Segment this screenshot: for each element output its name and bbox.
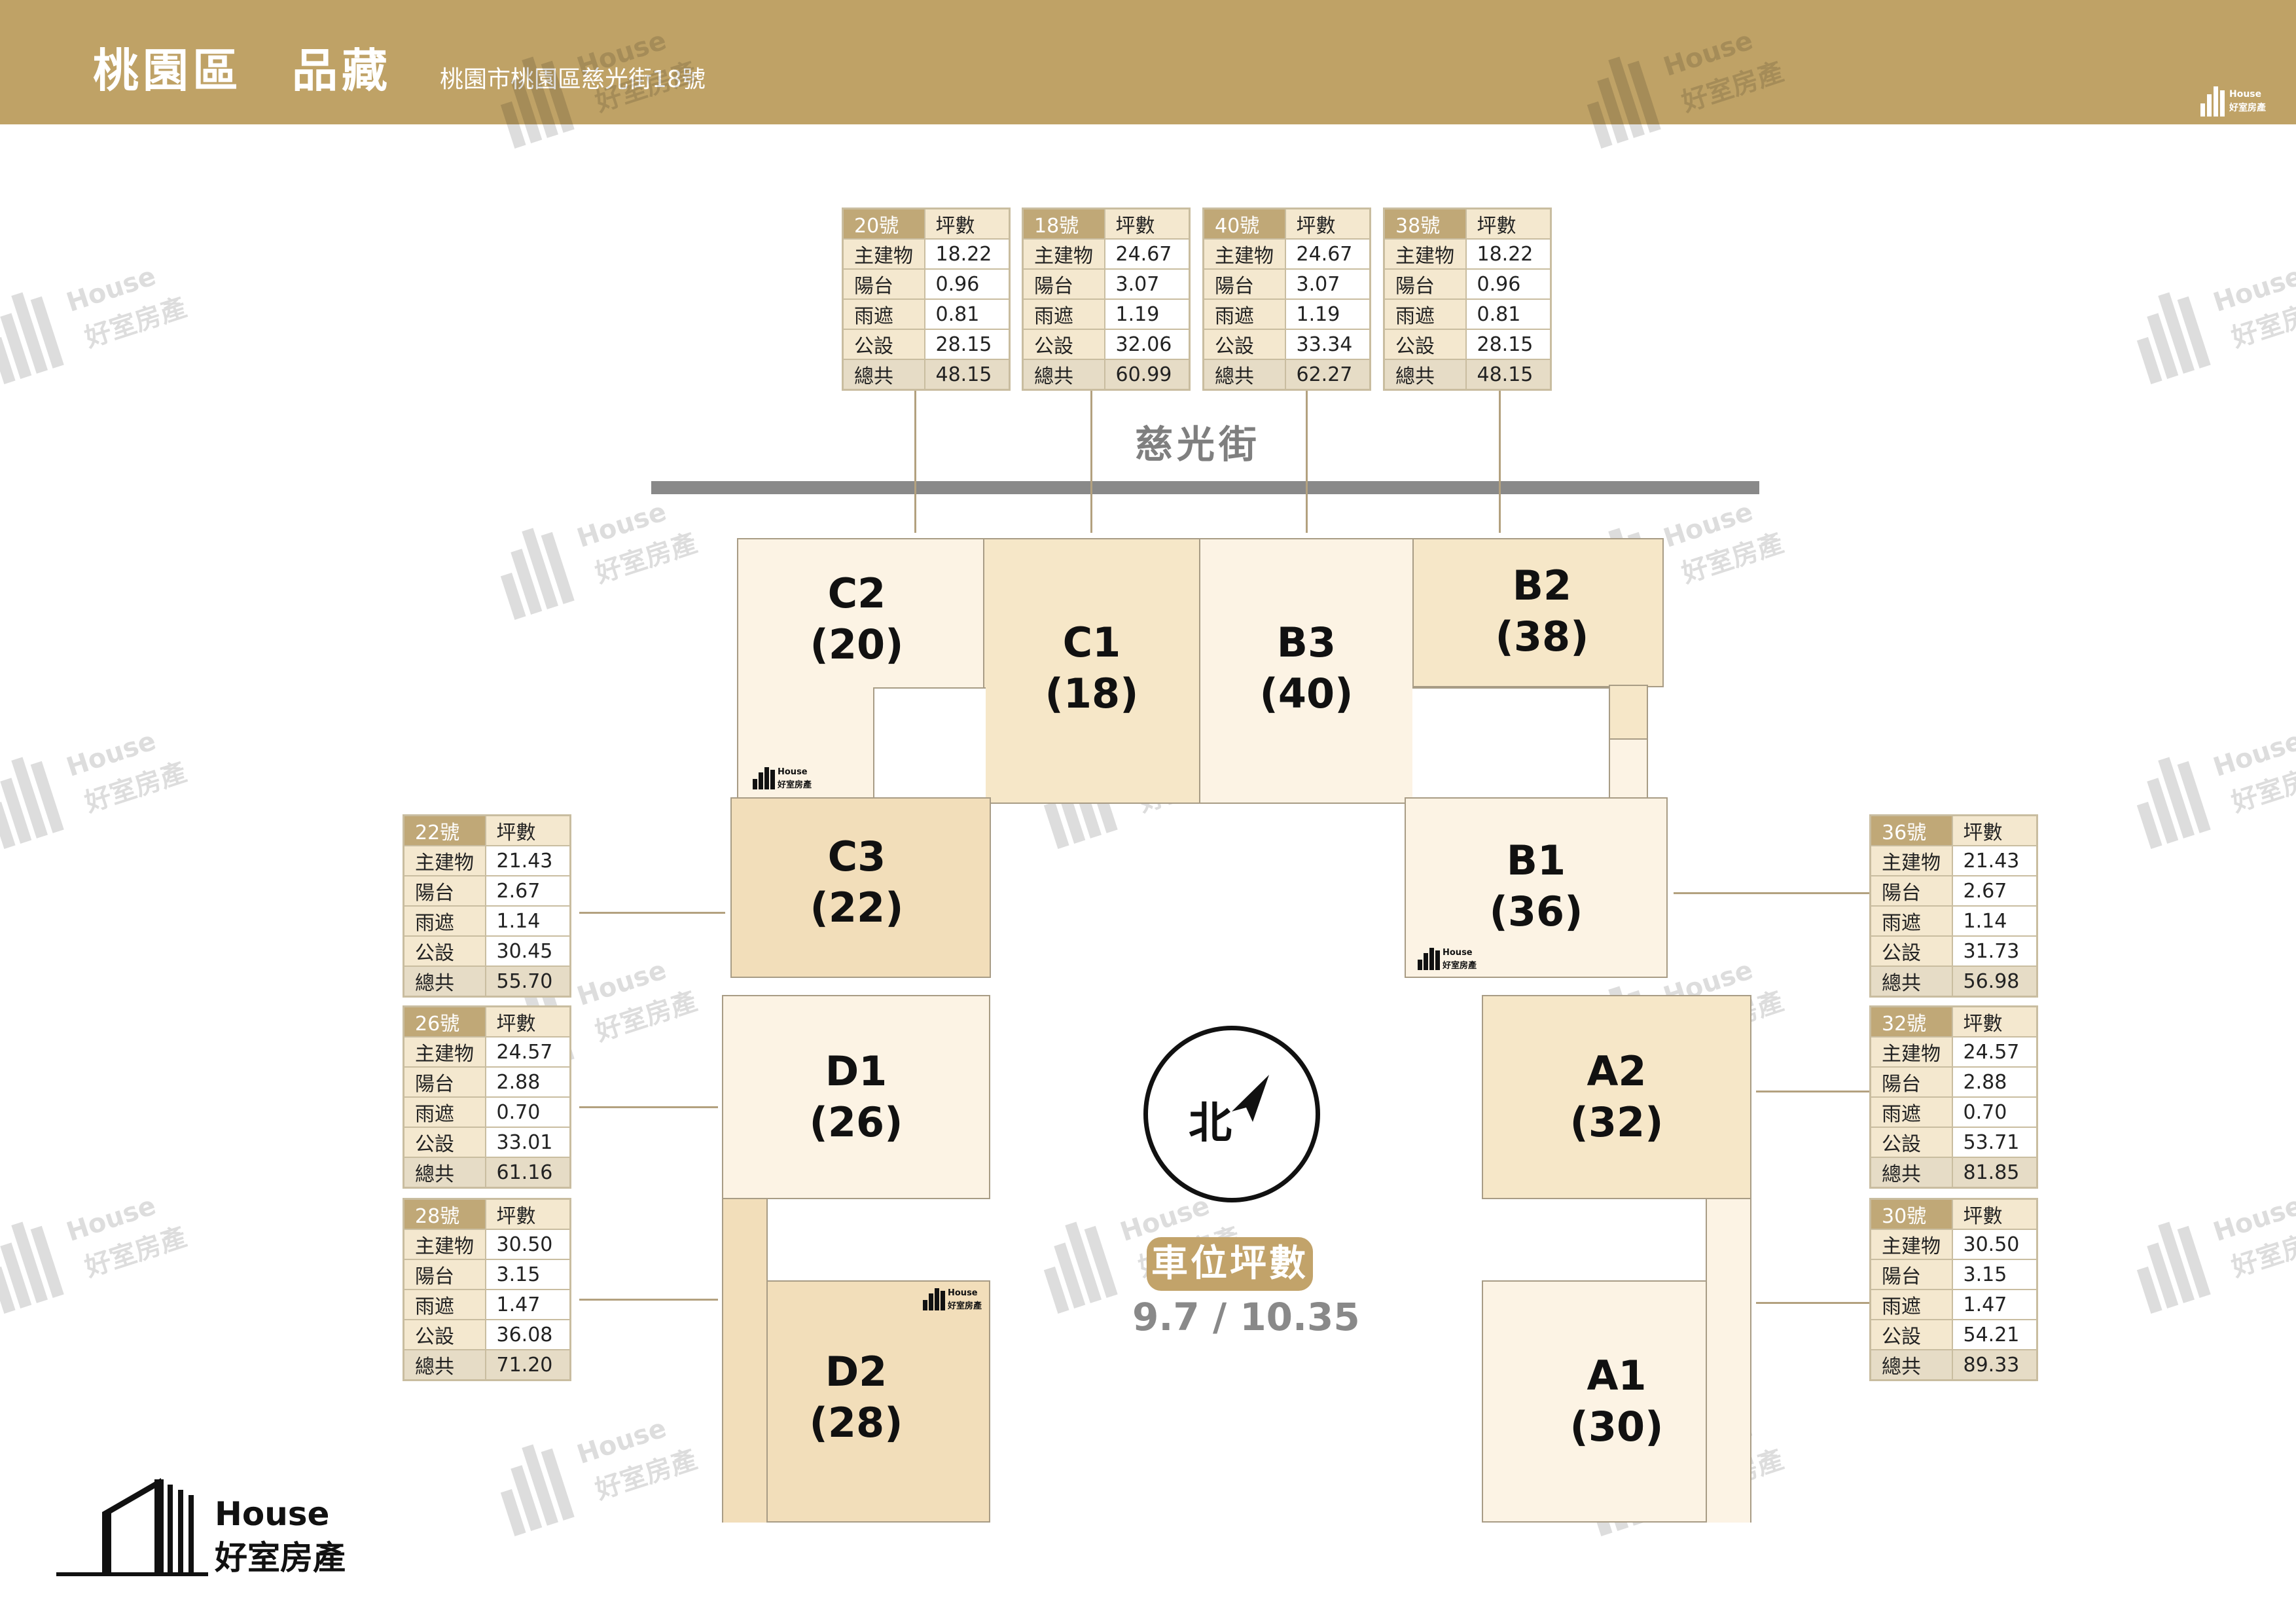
unit-number: (30) xyxy=(1570,1403,1664,1451)
compass: 北 xyxy=(1143,1026,1320,1202)
unit-number: (38) xyxy=(1495,613,1589,660)
unit-number: (20) xyxy=(810,621,904,668)
unit-label-b2: B2 (38) xyxy=(1412,560,1672,662)
unit-code: C3 xyxy=(827,833,886,880)
unit-number: (18) xyxy=(1045,670,1139,717)
unit-label-d1: D1 (26) xyxy=(722,1046,990,1148)
unit-b1[interactable] xyxy=(1405,797,1668,978)
unit-number: (36) xyxy=(1489,888,1583,935)
page-title: 桃園區 品藏 xyxy=(93,44,391,98)
unit-label-b1: B1 (36) xyxy=(1405,835,1668,937)
unit-code: B1 xyxy=(1506,837,1566,884)
street-name: 慈光街 xyxy=(1134,422,1261,467)
unit-code: A2 xyxy=(1587,1047,1647,1095)
unit-code: D2 xyxy=(825,1348,888,1396)
unit-c3[interactable] xyxy=(730,797,991,978)
unit-a1-side xyxy=(1706,1198,1751,1523)
header-logo-text-zh: 好室房產 xyxy=(2229,103,2266,113)
leader-line-36 xyxy=(1674,892,1870,894)
unit-a2[interactable] xyxy=(1482,995,1751,1199)
unit-code: B3 xyxy=(1276,619,1336,666)
unit-label-d2: D2 (28) xyxy=(722,1346,990,1449)
unit-b2[interactable] xyxy=(1412,538,1664,687)
unit-d1[interactable] xyxy=(722,995,990,1199)
unit-label-c2: C2 (20) xyxy=(737,568,977,670)
street-bar xyxy=(651,481,1759,494)
unit-d2-side xyxy=(722,1198,768,1523)
address-text: 桃園市桃園區慈光街18號 xyxy=(440,66,706,93)
leader-line-28 xyxy=(579,1299,718,1301)
unit-code: B2 xyxy=(1512,562,1572,609)
header-logo-text-en: House xyxy=(2229,89,2262,99)
leader-line-18 xyxy=(1090,388,1092,533)
unit-label-a2: A2 (32) xyxy=(1482,1046,1751,1148)
unit-number: (26) xyxy=(809,1098,903,1146)
unit-code: C2 xyxy=(827,569,886,617)
building-icon xyxy=(2200,86,2227,117)
logo-text-zh: 好室房產 xyxy=(215,1539,346,1577)
leader-line-22 xyxy=(579,912,725,914)
unit-b2-stair xyxy=(1609,685,1648,740)
unit-code: A1 xyxy=(1587,1352,1647,1399)
unit-number: (40) xyxy=(1259,670,1354,717)
parking-label: 車位坪數 xyxy=(1147,1237,1313,1291)
unit-number: (22) xyxy=(810,884,904,931)
leader-line-32 xyxy=(1756,1091,1870,1092)
unit-number: (28) xyxy=(809,1399,903,1447)
unit-code: C1 xyxy=(1062,619,1121,666)
unit-label-a1: A1 (30) xyxy=(1482,1350,1751,1453)
lightwell-c xyxy=(873,687,986,799)
unit-label-c3: C3 (22) xyxy=(730,831,983,933)
lightwell-b xyxy=(1412,687,1610,799)
unit-b2-corridor xyxy=(1609,738,1648,799)
leader-line-20 xyxy=(914,388,916,533)
unit-number: (32) xyxy=(1570,1098,1664,1146)
unit-label-b3: B3 (40) xyxy=(1199,617,1414,719)
leader-line-30 xyxy=(1756,1302,1870,1304)
unit-b3[interactable] xyxy=(1199,538,1414,804)
compass-label: 北 xyxy=(1189,1098,1232,1148)
logo-text-en: House xyxy=(215,1495,330,1533)
leader-line-40 xyxy=(1306,388,1308,533)
leader-line-26 xyxy=(579,1106,718,1108)
unit-label-c1: C1 (18) xyxy=(983,617,1200,719)
header-bar: 桃園區 品藏 桃園市桃園區慈光街18號 House 好室房產 xyxy=(0,0,2296,124)
leader-line-38 xyxy=(1499,388,1501,533)
north-arrow-icon xyxy=(1232,1075,1269,1122)
unit-code: D1 xyxy=(825,1047,888,1095)
brand-logo: House 好室房產 xyxy=(56,1460,357,1578)
parking-value: 9.7 / 10.35 xyxy=(1132,1295,1360,1339)
